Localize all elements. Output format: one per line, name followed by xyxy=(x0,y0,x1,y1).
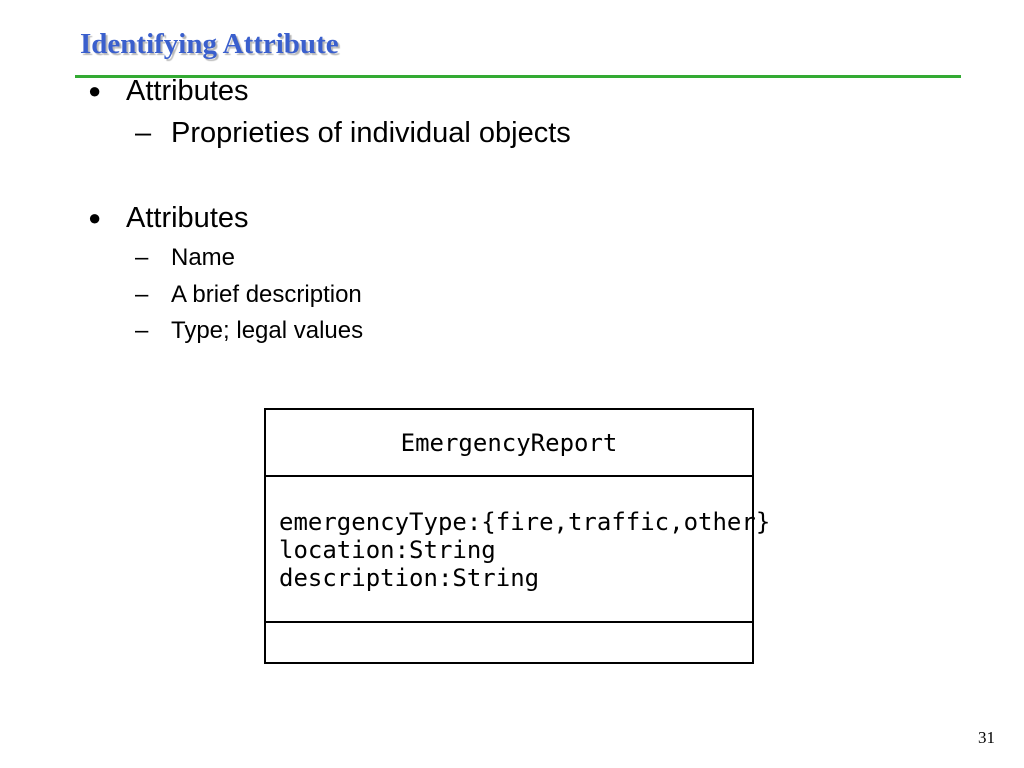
uml-class-box: EmergencyReport emergencyType:{fire,traf… xyxy=(264,408,770,664)
sub-bullet-text: A brief description xyxy=(171,281,362,308)
page-number: 31 xyxy=(978,728,995,747)
sub-bullet-dash: – xyxy=(135,244,149,271)
uml-attribute: description:String xyxy=(279,564,540,592)
uml-operations-compartment xyxy=(266,623,752,662)
uml-attribute: location:String xyxy=(279,536,496,564)
sub-bullet-dash: – xyxy=(135,317,149,344)
sub-bullet-text: Proprieties of individual objects xyxy=(171,117,571,149)
sub-bullet-text: Type; legal values xyxy=(171,317,364,344)
sub-bullet-dash: – xyxy=(135,281,149,308)
title-underline xyxy=(75,75,961,78)
uml-attribute: emergencyType:{fire,traffic,other} xyxy=(279,508,771,536)
bullet-dot: ● xyxy=(88,205,102,230)
sub-bullet-dash: – xyxy=(135,117,152,149)
uml-attributes-compartment: emergencyType:{fire,traffic,other} locat… xyxy=(266,477,770,623)
sub-bullet-text: Name xyxy=(171,244,236,271)
bullet-text: Attributes xyxy=(126,75,249,107)
uml-class-name: EmergencyReport xyxy=(266,410,752,477)
bullet-dot: ● xyxy=(88,78,102,103)
slide-title: Identifying Attribute xyxy=(80,28,339,60)
bullet-text: Attributes xyxy=(126,202,249,234)
